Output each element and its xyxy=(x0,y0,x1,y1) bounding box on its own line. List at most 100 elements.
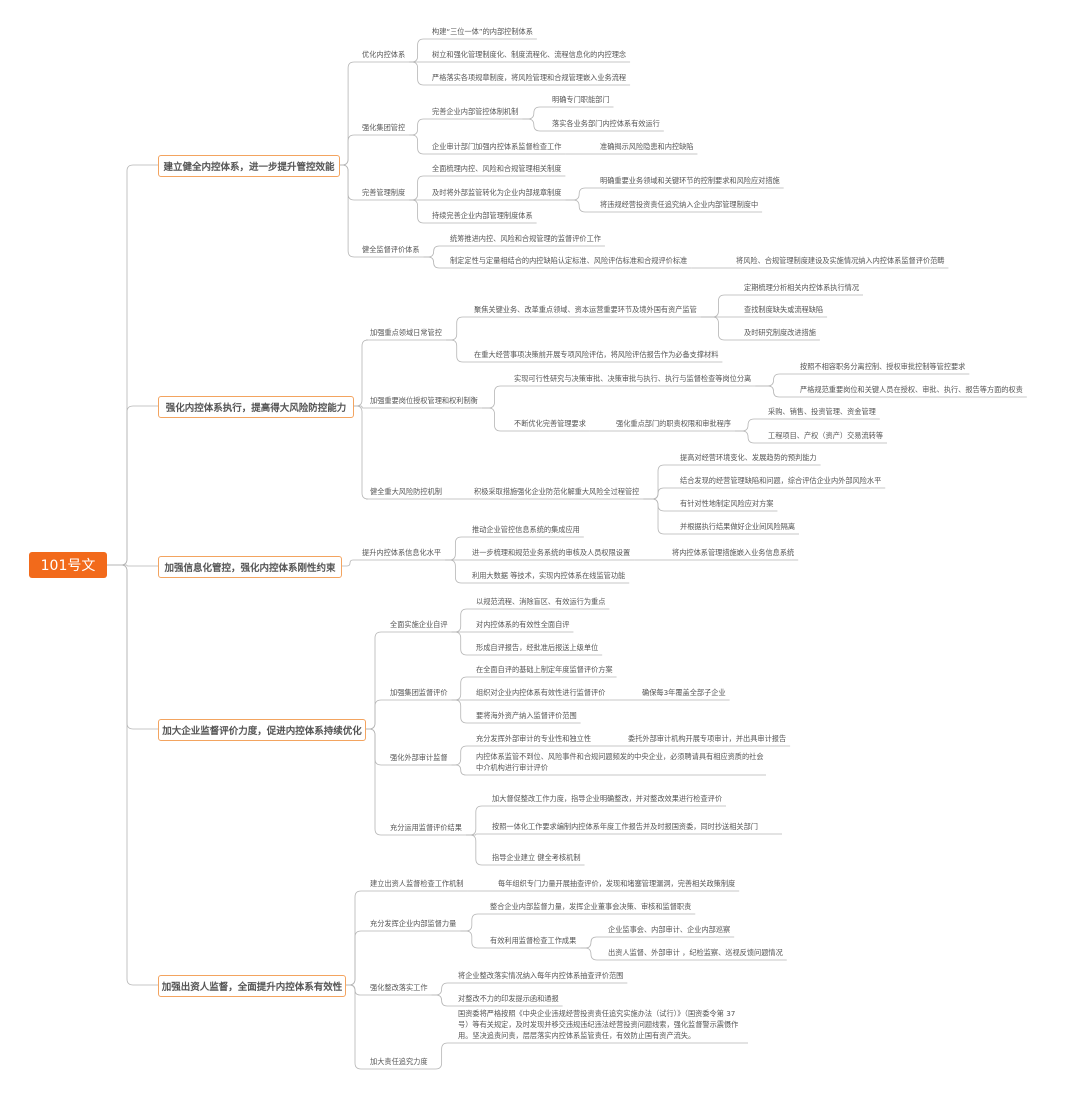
connector xyxy=(366,699,386,730)
topic-node[interactable]: 构建“三位一体”的内部控制体系 xyxy=(432,27,533,36)
topic-node[interactable]: 企业监事会、内部审计、企业内部巡察 xyxy=(608,925,731,934)
topic-node[interactable]: 严格落实各项规章制度，将风险管理和合规管理嵌入业务流程 xyxy=(432,73,627,82)
topic-node[interactable]: 明确专门职能部门 xyxy=(552,95,610,104)
topic-node[interactable]: 出资人监督、外部审计 ，纪检监察、巡视反馈问题情况 xyxy=(608,948,783,957)
topic-node[interactable]: 在重大经营事项决策前开展专项风险评估，将风险评估报告作为必备支撑材料 xyxy=(474,350,719,359)
topic-node[interactable]: 要将海外资产纳入监督评价范围 xyxy=(476,711,577,720)
topic-node[interactable]: 有针对性地制定风险应对方案 xyxy=(680,499,774,508)
topic-node[interactable]: 充分发挥企业内部监督力量 xyxy=(370,919,457,928)
topic-node[interactable]: 按照不相容职务分离控制、授权审批控制等管控要求 xyxy=(800,362,966,371)
topic-node[interactable]: 全面梳理内控、风险和合规管理相关制度 xyxy=(432,164,562,173)
topic-node[interactable]: 明确重要业务领域和关键环节的控制要求和风险应对措施 xyxy=(600,176,780,185)
connector xyxy=(643,498,676,535)
connector xyxy=(354,405,369,500)
topic-node[interactable]: 定期梳理分析相关内控体系执行情况 xyxy=(744,283,860,292)
topic-node[interactable]: 加大督促整改工作力度，指导企业明确整改，并对整改效果进行检查评价 xyxy=(492,794,723,803)
root-node[interactable]: 101号文 xyxy=(29,552,107,578)
branch-node[interactable]: 加大企业监督评价力度，促进内控体系持续优化 xyxy=(158,719,366,741)
connector xyxy=(735,418,764,432)
branch-node[interactable]: 加强信息化管控，强化内控体系刚性约束 xyxy=(158,556,342,578)
topic-node[interactable]: 企业审计部门加强内控体系监督检查工作 xyxy=(432,142,562,151)
connector xyxy=(423,256,446,269)
topic-node[interactable]: 提升内控体系信息化水平 xyxy=(362,548,442,557)
connector xyxy=(107,564,158,986)
topic-node[interactable]: 全面实施企业自评 xyxy=(390,620,448,629)
topic-node[interactable]: 国资委将严格按照《中央企业违规经营投资责任追究实施办法（试行）》（国资委令第 3… xyxy=(458,1009,739,1040)
topic-node[interactable]: 健全重大风险防控机制 xyxy=(370,487,442,496)
topic-node[interactable]: 准确揭示风险隐患和内控缺陷 xyxy=(600,142,694,151)
topic-node[interactable]: 对整改不力的印发提示函和通报 xyxy=(458,994,559,1003)
topic-node[interactable]: 充分发挥外部审计的专业性和独立性 xyxy=(476,734,592,743)
branch-node[interactable]: 加强出资人监督，全面提升内控体系有效性 xyxy=(158,975,346,997)
connector xyxy=(423,245,446,258)
topic-node[interactable]: 确保每3年覆盖全部子企业 xyxy=(642,688,726,697)
branch-node[interactable]: 强化内控体系执行，提高得大风险防控能力 xyxy=(158,396,354,418)
topic-node[interactable]: 指导企业建立 健全考核机制 xyxy=(492,853,581,862)
topic-node[interactable]: 聚焦关键业务、改革重点领域、资本运营重要环节及境外国有资产监管 xyxy=(474,305,697,314)
topic-node[interactable]: 进一步梳理和规范业务系统的审核及人员权限设置 xyxy=(472,548,631,557)
topic-node[interactable]: 有效利用监督检查工作成果 xyxy=(490,936,577,945)
connector xyxy=(346,930,366,986)
topic-node[interactable]: 健全监督评价体系 xyxy=(362,245,420,254)
topic-node[interactable]: 完善企业内部管控体制机制 xyxy=(432,107,519,116)
topic-node[interactable]: 统筹推进内控、风险和合规管理的监督评价工作 xyxy=(450,234,601,243)
topic-node[interactable]: 持续完善企业内部管理制度体系 xyxy=(432,211,533,220)
topic-node[interactable]: 查找制度缺失或流程缺陷 xyxy=(744,305,824,314)
topic-node[interactable]: 落实各业务部门内控体系有效运行 xyxy=(552,119,660,128)
topic-node[interactable]: 对内控体系的有效性全面自评 xyxy=(476,620,570,629)
topic-node[interactable]: 充分运用监督评价结果 xyxy=(390,823,462,832)
topic-node[interactable]: 以规范流程、消除盲区、有效运行为重点 xyxy=(476,597,606,606)
topic-node[interactable]: 严格规范重要岗位和关键人员在授权、审批、执行、报告等方面的权责 xyxy=(800,385,1023,394)
connector xyxy=(366,728,386,836)
topic-node[interactable]: 利用大数据 等技术，实现内控体系在线监管功能 xyxy=(472,571,626,580)
connector xyxy=(481,385,510,409)
topic-node[interactable]: 将内控体系管理措施嵌入业务信息系统 xyxy=(672,548,795,557)
topic-node[interactable]: 不断优化完善管理要求 xyxy=(514,419,586,428)
topic-node[interactable]: 采购、销售、投资管理、资金管理 xyxy=(768,407,876,416)
topic-node[interactable]: 及时研究制度改进措施 xyxy=(744,328,816,337)
topic-node[interactable]: 强化整改落实工作 xyxy=(370,983,428,992)
topic-node[interactable]: 将企业整改落实情况纳入每年内控体系抽查评价范围 xyxy=(458,971,624,980)
topic-node[interactable]: 加强重点领域日常管控 xyxy=(370,328,442,337)
topic-node[interactable]: 强化重点部门的职责权限和审批程序 xyxy=(616,419,732,428)
topic-node[interactable]: 结合发现的经营管理缺陷和问题，综合评估企业内外部风险水平 xyxy=(680,476,882,485)
topic-node[interactable]: 及时将外部监管转化为企业内部规章制度 xyxy=(432,188,562,197)
topic-node[interactable]: 组织对企业内控体系有效性进行监督评价 xyxy=(476,688,606,697)
topic-node[interactable]: 并根据执行结果做好企业间风险隔离 xyxy=(680,522,796,531)
topic-node[interactable]: 制定定性与定量相结合的内控缺陷认定标准、风险评估标准和合规评价标准 xyxy=(450,256,688,265)
topic-node[interactable]: 委托外部审计机构开展专项审计，并出具审计报告 xyxy=(628,734,787,743)
connector xyxy=(522,118,548,132)
topic-node[interactable]: 整合企业内部监督力量，发挥企业董事会决策、审核和监督职责 xyxy=(490,902,692,911)
topic-node[interactable]: 按照一体化工作要求编制内控体系年度工作报告并及时报国资委，同时抄送相关部门 xyxy=(492,822,758,831)
topic-node[interactable]: 将违规经营投资责任追究纳入企业内部管理制度中 xyxy=(600,200,759,209)
topic-node[interactable]: 将风险、合规管理制度建设及实施情况纳入内控体系监督评价范畴 xyxy=(736,256,945,265)
topic-node[interactable]: 加强集团监督评价 xyxy=(390,688,448,697)
connector xyxy=(465,833,488,836)
topic-node[interactable]: 推动企业管控信息系统的集成应用 xyxy=(472,525,580,534)
connector xyxy=(465,834,488,866)
topic-node[interactable]: 优化内控体系 xyxy=(362,50,406,59)
connector xyxy=(755,373,796,387)
connector xyxy=(346,984,366,1070)
connector xyxy=(354,405,366,409)
topic-node[interactable]: 强化集团管控 xyxy=(362,123,406,132)
topic-node[interactable]: 建立出资人监督检查工作机制 xyxy=(370,879,464,888)
topic-node[interactable]: 内控体系监管不到位、风险事件和合规问题频发的中央企业，必须聘请具有相应资质的社会… xyxy=(476,752,764,772)
topic-node[interactable]: 积极采取措施强化企业防范化解重大风险全过程管控 xyxy=(474,487,640,496)
topic-node[interactable]: 每年组织专门力量开展抽查评价，发现和堵塞管理漏洞，完善相关政策制度 xyxy=(498,879,736,888)
connector xyxy=(451,764,472,776)
topic-node[interactable]: 提高对经营环境变化、发展趋势的预判能力 xyxy=(680,453,817,462)
connector xyxy=(409,61,428,86)
topic-node[interactable]: 加强重要岗位授权管理和权利制衡 xyxy=(370,396,478,405)
topic-node[interactable]: 在全面自评的基础上制定年度监督评价方案 xyxy=(476,665,613,674)
branch-node[interactable]: 建立健全内控体系，进一步提升管控效能 xyxy=(158,155,340,177)
topic-node[interactable]: 强化外部审计监督 xyxy=(390,753,448,762)
topic-node[interactable]: 加大责任追究力度 xyxy=(370,1057,428,1066)
topic-node[interactable]: 完善管理制度 xyxy=(362,188,406,197)
connector xyxy=(431,994,454,1007)
topic-node[interactable]: 形成自评报告，经批准后报送上级单位 xyxy=(476,643,599,652)
topic-node[interactable]: 树立和强化管理制度化、制度流程化、流程信息化的内控理念 xyxy=(432,50,627,59)
connector xyxy=(342,559,358,567)
topic-node[interactable]: 实现可行性研究与决策审批、决策审批与执行、执行与监督检查等岗位分离 xyxy=(514,374,752,383)
topic-node[interactable]: 工程项目、产权（资产）交易流转等 xyxy=(768,431,884,440)
